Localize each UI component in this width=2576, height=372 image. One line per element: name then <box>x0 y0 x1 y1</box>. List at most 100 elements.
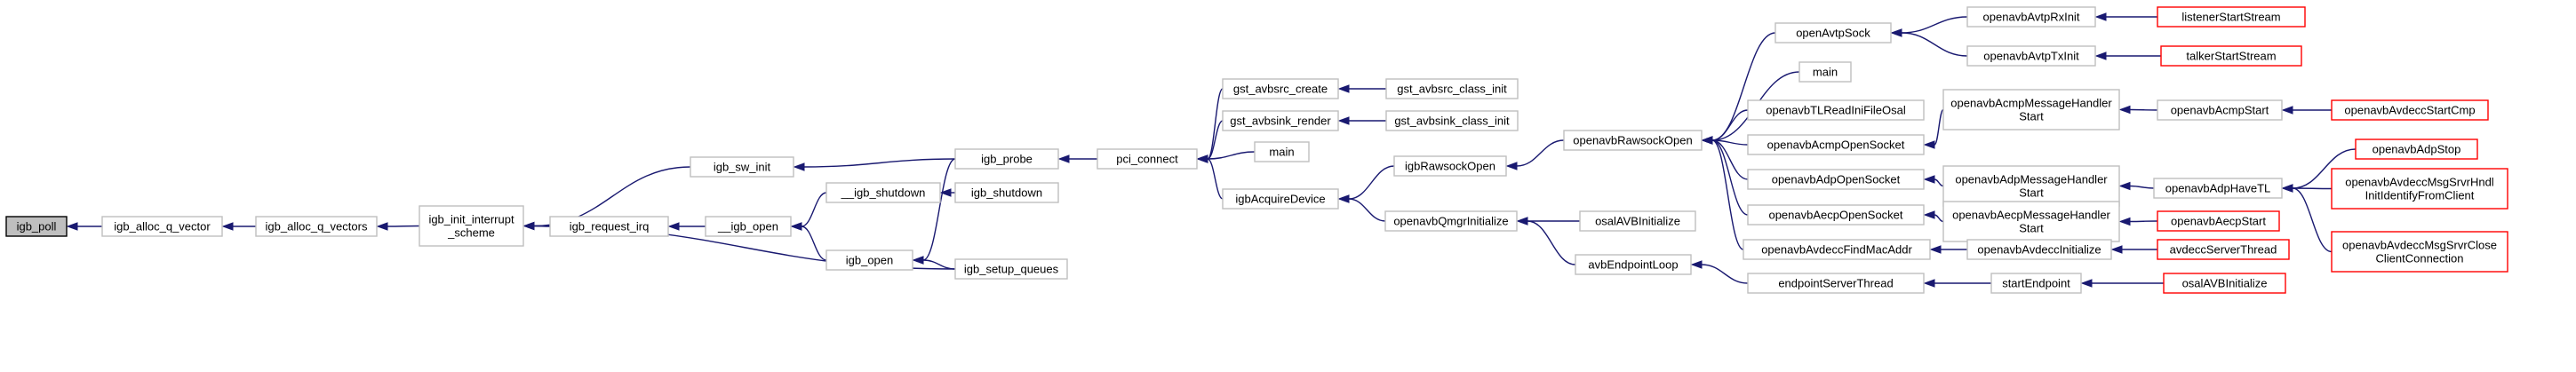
node-start-endpoint[interactable]: startEndpoint <box>1990 273 2082 294</box>
node-openavb-avtp-tx-init[interactable]: openavbAvtpTxInit <box>1966 45 2096 67</box>
node-label: pci_connect <box>1116 153 1178 166</box>
node-openavb-rawsock-open[interactable]: openavbRawsockOpen <box>1563 130 1703 151</box>
node-openavb-aecp-start[interactable]: openavbAecpStart <box>2157 210 2280 232</box>
node-label: igb_sw_init <box>714 161 771 174</box>
node-box <box>1575 254 1692 275</box>
node-openavb-tlread-ini-file-osal[interactable]: openavbTLReadIniFileOsal <box>1747 99 1925 121</box>
node-label: igb_init_interrupt <box>428 213 514 226</box>
node-box <box>255 216 378 237</box>
node-label: openavbQmgrInitialize <box>1393 215 1508 228</box>
node-osal-avbinitialize-1[interactable]: osalAVBInitialize <box>1579 210 1696 232</box>
node-igb-acquire-device[interactable]: igbAcquireDevice <box>1222 188 1339 210</box>
node-avdecc-server-thread[interactable]: avdeccServerThread <box>2157 239 2290 260</box>
node-label: avdeccServerThread <box>2170 243 2277 257</box>
node-gst-avbsrc-create[interactable]: gst_avbsrc_create <box>1222 78 1339 99</box>
node-openavb-qmgr-initialize[interactable]: openavbQmgrInitialize <box>1384 210 1518 232</box>
node-igb-probe[interactable]: igb_probe <box>954 148 1059 170</box>
node-openavb-adp-open-socket[interactable]: openavbAdpOpenSocket <box>1747 169 1925 190</box>
node-label: Start <box>2019 186 2044 200</box>
edge-listener-start-stream-to-openavb-avtp-rx-init <box>2094 12 2157 21</box>
edge-igb-setup-queues-to-igb-open <box>912 256 956 270</box>
node-openavb-avdecc-msg-srvr-hndl-init-identify-from-client[interactable]: openavbAvdeccMsgSrvrHndlInitIdentifyFrom… <box>2331 168 2508 210</box>
node-gst-avbsink-class-init[interactable]: gst_avbsink_class_init <box>1385 110 1519 131</box>
node-label: openavbAecpOpenSocket <box>1768 209 1902 222</box>
node-openavb-acmp-start[interactable]: openavbAcmpStart <box>2157 99 2283 121</box>
node-box <box>1942 89 2120 131</box>
node-label: igb_shutdown <box>971 186 1042 200</box>
node-openavb-adp-have-tl[interactable]: openavbAdpHaveTL <box>2153 178 2283 199</box>
node-igb-rawsock-open[interactable]: igbRawsockOpen <box>1393 155 1507 177</box>
node-main-2[interactable]: main <box>1798 61 1852 83</box>
node-igb-open[interactable]: __igb_open <box>705 216 792 237</box>
node-igb-alloc-q-vectors[interactable]: igb_alloc_q_vectors <box>255 216 378 237</box>
node-box <box>2160 45 2302 67</box>
node-label: igb_setup_queues <box>964 263 1059 276</box>
node-avb-endpoint-loop[interactable]: avbEndpointLoop <box>1575 254 1692 275</box>
node-box <box>1222 78 1339 99</box>
node-label: main <box>1813 66 1838 79</box>
node-box <box>1097 148 1198 170</box>
node-listener-start-stream[interactable]: listenerStartStream <box>2157 6 2306 28</box>
node-label: openavbTLReadIniFileOsal <box>1766 104 1906 117</box>
node-box <box>954 148 1059 170</box>
node-open-avtp-sock[interactable]: openAvtpSock <box>1774 22 1892 44</box>
node-igb-init-interrupt-scheme[interactable]: igb_init_interrupt_scheme <box>419 205 524 247</box>
node-endpoint-server-thread[interactable]: endpointServerThread <box>1747 273 1925 294</box>
node-label: openavbAecpStart <box>2171 215 2266 228</box>
node-igb-shutdown[interactable]: __igb_shutdown <box>825 182 941 203</box>
node-box <box>2355 139 2478 160</box>
node-openavb-aecp-open-socket[interactable]: openavbAecpOpenSocket <box>1747 204 1925 226</box>
edge-openavb-avdecc-find-mac-addr-to-openavb-rawsock-open <box>1701 136 1744 250</box>
node-igb-setup-queues[interactable]: igb_setup_queues <box>954 258 1068 280</box>
node-box <box>1579 210 1696 232</box>
node-igb-request-irq[interactable]: igb_request_irq <box>549 216 669 237</box>
node-label: igb_open <box>846 254 894 267</box>
node-openavb-adp-stop[interactable]: openavbAdpStop <box>2355 139 2478 160</box>
node-label: openavbAcmpStart <box>2171 104 2269 117</box>
node-box <box>1747 134 1925 155</box>
node-box <box>2157 239 2290 260</box>
node-igb-open[interactable]: igb_open <box>825 249 913 271</box>
node-talker-start-stream[interactable]: talkerStartStream <box>2160 45 2302 67</box>
edge-openavb-aecp-start-to-openavb-aecp-message-handler-start <box>2118 217 2158 226</box>
node-label: gst_avbsrc_create <box>1233 83 1328 96</box>
node-label: startEndpoint <box>2002 277 2070 290</box>
node-label: igb_poll <box>17 220 57 233</box>
edge-openavb-acmp-start-to-openavb-acmp-message-handler-start <box>2118 105 2158 115</box>
edge-gst-avbsrc-class-init-to-gst-avbsrc-create <box>1337 84 1386 93</box>
node-label: igb_request_irq <box>570 220 650 233</box>
node-openavb-avdecc-initialize[interactable]: openavbAvdeccInitialize <box>1966 239 2112 260</box>
node-openavb-avdecc-find-mac-addr[interactable]: openavbAvdeccFindMacAddr <box>1743 239 1931 260</box>
node-box <box>1990 273 2082 294</box>
node-openavb-avtp-rx-init[interactable]: openavbAvtpRxInit <box>1966 6 2096 28</box>
node-openavb-avdecc-start-cmp[interactable]: openavbAvdeccStartCmp <box>2331 99 2489 121</box>
node-label: openavbAdpStop <box>2373 143 2461 156</box>
node-box <box>5 216 68 237</box>
node-label: __igb_open <box>717 220 778 233</box>
node-box <box>101 216 223 237</box>
node-box <box>2157 210 2280 232</box>
node-openavb-acmp-open-socket[interactable]: openavbAcmpOpenSocket <box>1747 134 1925 155</box>
node-igb-alloc-q-vector[interactable]: igb_alloc_q_vector <box>101 216 223 237</box>
node-label: Start <box>2019 110 2044 123</box>
node-gst-avbsink-render[interactable]: gst_avbsink_render <box>1222 110 1339 131</box>
node-igb-poll[interactable]: igb_poll <box>5 216 68 237</box>
node-igb-shutdown[interactable]: igb_shutdown <box>954 182 1059 203</box>
edge-pci-connect-to-igb-probe <box>1057 154 1097 163</box>
node-box <box>1222 188 1339 210</box>
edge-igb-init-interrupt-scheme-to-igb-alloc-q-vectors <box>376 222 420 231</box>
node-box <box>1385 110 1519 131</box>
node-gst-avbsrc-class-init[interactable]: gst_avbsrc_class_init <box>1385 78 1519 99</box>
node-igb-sw-init[interactable]: igb_sw_init <box>690 156 794 178</box>
node-label: igb_probe <box>981 153 1033 166</box>
node-osal-avbinitialize-2[interactable]: osalAVBInitialize <box>2163 273 2286 294</box>
node-pci-connect[interactable]: pci_connect <box>1097 148 1198 170</box>
edge-igb-open-to-igb-request-irq <box>667 222 706 231</box>
node-main-1[interactable]: main <box>1254 141 1310 162</box>
node-openavb-avdecc-msg-srvr-close-client-connection[interactable]: openavbAvdeccMsgSrvrCloseClientConnectio… <box>2331 231 2508 273</box>
edge-talker-start-stream-to-openavb-avtp-tx-init <box>2094 51 2161 60</box>
node-box <box>1747 273 1925 294</box>
